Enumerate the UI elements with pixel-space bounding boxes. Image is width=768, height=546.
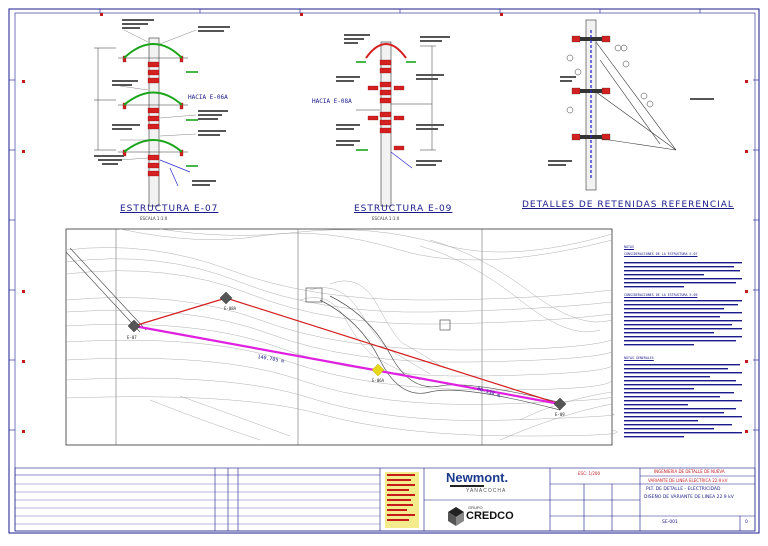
sheet-scale: ESC: 1/200 <box>578 471 601 476</box>
drawing-title-1: PLT. DE DETALLE - ELECTRICIDAD <box>646 487 721 492</box>
frame-ticks <box>9 9 759 431</box>
map-label-e08a: E-08A <box>224 306 237 311</box>
notes-section-e09-wrap: CONSIDERACIONES DE LA ESTRUCTURA E-09 <box>624 290 742 297</box>
newmont-underline <box>450 485 484 487</box>
title-e07: ESTRUCTURA E-07 <box>120 204 219 214</box>
site-plan <box>65 228 618 446</box>
contractor-group: GRUPO <box>468 505 483 510</box>
site-name: YANACOCHA <box>466 488 507 494</box>
point-e08a <box>219 291 233 305</box>
frame-marks <box>22 13 748 433</box>
notes-section-general: NOTAS GENERALES <box>624 356 654 360</box>
engineering-line: INGENIERIA DE DETALLE DE NUEVA <box>654 469 725 474</box>
map-label-e07: E-07 <box>127 335 137 340</box>
span-lines <box>133 297 561 406</box>
drawing-title-2: DISEÑO DE VARIANTE DE LINEA 22.9 kV <box>644 495 734 500</box>
point-e07 <box>127 319 141 333</box>
title-e09: ESTRUCTURA E-09 <box>354 204 453 214</box>
point-e09 <box>553 397 567 411</box>
credco-logo: CREDCO <box>466 510 514 522</box>
structure-e09 <box>336 34 450 207</box>
credco-logo-mark <box>448 507 464 526</box>
label-hacia-e08a: HACIA E-08A <box>312 98 352 105</box>
notes-panel: NOTAS CONSIDERACIONES DE LA ESTRUCTURA E… <box>624 242 742 256</box>
scale-e07: ESCALA 1:1:0 <box>140 216 168 221</box>
scale-e09: ESCALA 1:1:0 <box>372 216 400 221</box>
label-hacia-e06a: HACIA E-06A <box>188 94 228 101</box>
notes-section-e07: CONSIDERACIONES DE LA ESTRUCTURA E-07 <box>624 252 698 257</box>
revision: 0 <box>745 520 748 525</box>
point-e06a <box>371 363 385 377</box>
notes-heading: NOTAS <box>624 245 634 249</box>
notes-text-lines <box>624 262 742 438</box>
retenidas-detail <box>548 19 714 191</box>
structure-e07 <box>94 19 230 207</box>
notes-section-e09: CONSIDERACIONES DE LA ESTRUCTURA E-09 <box>624 293 698 297</box>
contour-lines <box>65 228 618 441</box>
map-label-e06a: E-06A <box>372 378 385 383</box>
structure-points <box>127 291 567 411</box>
outer-frame <box>8 8 760 534</box>
map-label-e09: E-09 <box>555 412 565 417</box>
newmont-logo: Newmont. <box>446 470 509 485</box>
project-line: VARIANTE DE LINEA ELECTRICA 22.9 kV <box>648 478 728 483</box>
road-edges <box>65 247 567 411</box>
title-block <box>14 467 756 532</box>
title-retenidas: DETALLES DE RETENIDAS REFERENCIAL <box>522 200 734 210</box>
notes-section-general-wrap: NOTAS GENERALES <box>624 353 742 360</box>
sheet-code: SE-001 <box>662 520 678 525</box>
